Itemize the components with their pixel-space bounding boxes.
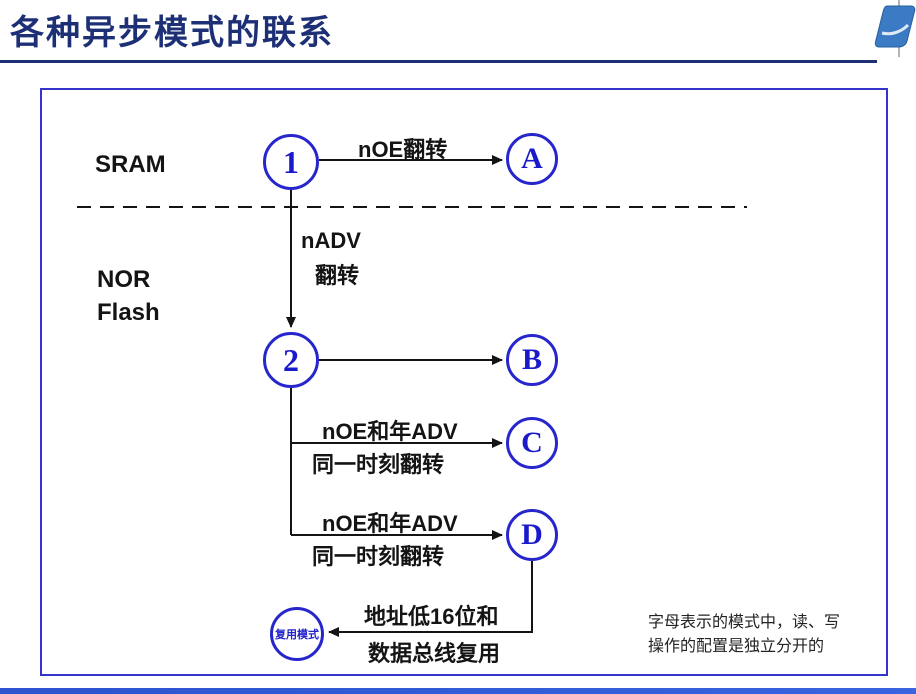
footnote: 字母表示的模式中，读、写 操作的配置是独立分开的	[648, 611, 840, 659]
page-title: 各种异步模式的联系	[10, 14, 334, 52]
edge-label-mux-line1: 地址低16位和	[364, 604, 499, 629]
footnote-line2: 操作的配置是独立分开的	[648, 638, 825, 655]
edge-label-nadv-line1: nADV	[301, 228, 361, 253]
footnote-line1: 字母表示的模式中，读、写	[648, 614, 841, 631]
edge-label-mux-line2: 数据总线复用	[368, 641, 501, 666]
st-logo-icon	[874, 5, 916, 48]
node-B: B	[506, 334, 558, 386]
edge-label-noe-toggle: nOE翻转	[358, 137, 448, 162]
node-2: 2	[263, 332, 319, 388]
edge-label-d-line2: 同一时刻翻转	[312, 544, 445, 569]
label-nor-flash: NOR Flash	[97, 263, 160, 329]
diagram-panel: SRAM NOR Flash 1 A 2 B C D 复用模式 nOE翻转 nA…	[40, 88, 888, 676]
connector-lines	[77, 155, 747, 637]
node-D: D	[506, 509, 558, 561]
node-mux: 复用模式	[270, 607, 324, 661]
edge-D-to-mux	[328, 561, 533, 637]
node-C: C	[506, 417, 558, 469]
label-flash: Flash	[97, 299, 160, 326]
st-logo-swoosh	[881, 23, 910, 36]
edge-label-nadv-line2: 翻转	[315, 263, 360, 288]
label-nor: NOR	[97, 266, 151, 293]
edge-label-c-line1: nOE和年ADV	[322, 419, 458, 444]
node-1: 1	[263, 134, 319, 190]
edge-label-d-line1: nOE和年ADV	[322, 511, 458, 536]
bottom-accent-bar	[0, 688, 916, 694]
node-A: A	[506, 133, 558, 185]
edge-label-c-line2: 同一时刻翻转	[312, 452, 445, 477]
st-logo-shape	[874, 5, 916, 48]
title-divider	[0, 60, 877, 63]
label-sram: SRAM	[95, 151, 166, 178]
